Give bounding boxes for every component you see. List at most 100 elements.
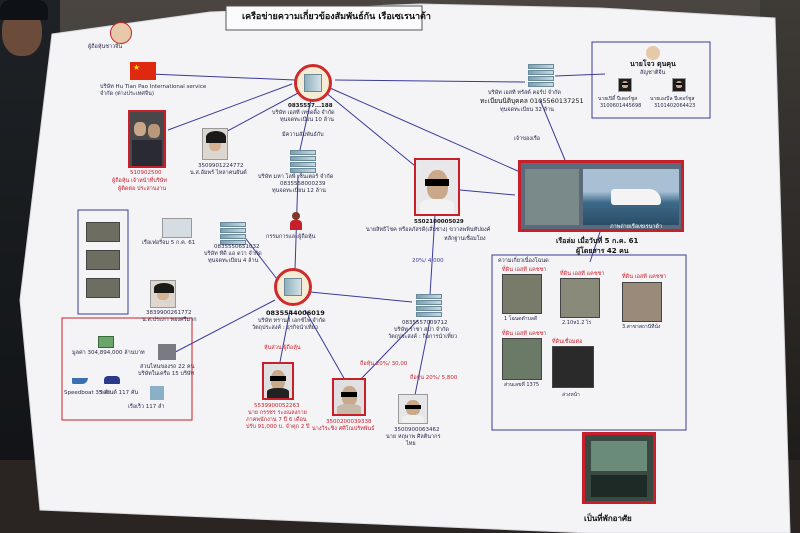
hub-mid-icon — [274, 268, 312, 306]
bottom-right-photo — [582, 432, 656, 504]
line-rightco-p3 — [414, 319, 431, 396]
line-center-boat — [459, 189, 516, 196]
woman2-name: น.ส.ประภา ทองศรีมาก — [142, 317, 197, 323]
owners-title: นายโจว ดุนคุน — [630, 60, 676, 68]
line-hub-woman — [219, 91, 301, 136]
woman2-photo — [150, 280, 176, 308]
assets-company-count: บริษัทในเครือ 15 บริษัท — [138, 371, 195, 377]
building-photo-assets — [158, 344, 176, 360]
company-mid-edge: มีความสัมพันธ์กับ — [282, 132, 324, 138]
ferry-photo — [162, 218, 192, 238]
owner1-photo — [618, 78, 632, 92]
land-tag-3: ที่ดิน เอสที แคชชา — [622, 274, 667, 280]
line-center-rightco — [429, 214, 436, 296]
bottom-person-3-id: 3500900063462 — [394, 427, 440, 433]
stake-2: ถือหุ้น 20%/ 30,00 — [360, 361, 408, 367]
left-company-line1: บริษัท ทีดี แอ ดว่า จำกัด — [204, 251, 262, 257]
owner1-name: นายเปิดี้ ปีเตอร์ชูส — [598, 96, 638, 102]
stake-1: หุ้นส่วน ผู้ถือหุ้น — [264, 345, 301, 351]
company-mid-line2: 0835558000239 — [280, 181, 326, 187]
right-company-line1: บริษัท ราชา สปา จำกัด — [394, 327, 449, 333]
person-left-cap — [0, 0, 48, 20]
left-photo-note: ผู้ติดต่อ ประสานงาน — [118, 186, 167, 192]
company-mid-line3: ทุนจดทะเบียน 12 ล้าน — [272, 188, 326, 194]
hub-mid-id: 0835544006019 — [266, 309, 325, 317]
land-thumb-1 — [502, 274, 542, 314]
bottom-person-1-id: 5539900052263 — [254, 403, 300, 409]
right-company-edge: 20%/ 4,000 — [412, 258, 444, 264]
owner1-id: 3100601445698 — [600, 103, 642, 109]
line-hubmid-p1 — [279, 309, 291, 363]
line-china-hub — [149, 73, 296, 81]
bottom-person-1-note1: ภาคพนักงาน 7 ปี 6 เดือน — [246, 417, 307, 423]
owners-avatar — [646, 46, 660, 60]
land-thumb-4 — [502, 338, 542, 380]
land-tag-4: ที่ดิน เอสที แคชชา — [502, 331, 547, 337]
money-icon — [98, 336, 114, 348]
right-company-id: 0835557009712 — [402, 320, 448, 326]
woman2-id: 3839900261772 — [146, 310, 192, 316]
land-tag-1: ที่ดิน เอสที แคชชา — [502, 267, 547, 273]
hub-mid-line2: วัตถุประสงค์ : ธุรกิจนำเที่ยว — [252, 325, 318, 331]
woman-photo-name: น.ส.อัมพร์ ไหลาคนยันต์ — [190, 170, 247, 176]
china-company-label: บริษัท Hu Tian Pao International service… — [100, 84, 207, 97]
hub-top-line1: บริษัท เอสที เทรดดิ้ง จำกัด — [272, 110, 335, 116]
boat-edge-label: เจ้าของเรือ — [514, 136, 541, 142]
line-hub-topright — [334, 79, 526, 83]
land-thumb-2 — [560, 278, 600, 318]
right-company-line2: วัตถุประสงค์ : กิจการนำเที่ยว — [388, 334, 458, 340]
land-thumb-3 — [622, 282, 662, 322]
boat-icon-assets — [150, 386, 164, 400]
owner2-photo — [672, 78, 686, 92]
topright-company-line2: ทะเบียนนิติบุคคล 0105560137251 — [480, 97, 584, 105]
left-box-thumb-2 — [86, 250, 120, 270]
left-photo-caption: ผู้ถือหุ้น เจ้าหน้าที่บริษัท — [112, 178, 167, 184]
land-thumb-5 — [552, 346, 594, 388]
hub-top-id: 0835557...188 — [288, 103, 333, 109]
bottom-person-1-note2: ปรับ 91,000 บ. จำคุก 2 ปี — [246, 424, 310, 430]
company-mid-line1: บริษัท มหา โลพี เซ็นเตอร์ จำกัด — [258, 174, 334, 180]
left-company-id: 0835550651032 — [214, 244, 260, 250]
assets-vehicles: ส่วนไหนของรถ 22 คน — [140, 364, 195, 370]
center-person-edge: หลักฐานเชื่อมโยง — [444, 236, 486, 242]
line-topright-owners — [554, 73, 606, 77]
boat-title: ภาพถ่ายเรือเซเรนาต้า — [610, 224, 663, 230]
assets-box-frame — [61, 317, 193, 421]
left-image-box-frame — [77, 209, 129, 315]
line-leftco-hubmid — [242, 234, 281, 284]
land-tag-5: ที่ดินเชื่อมต่อ — [552, 339, 583, 345]
woman-photo-id: 3509901224772 — [198, 163, 244, 169]
bottom-person-2-id: 3500200039338 — [326, 419, 372, 425]
topright-company-line3: ทุนจดทะเบียน 32 ล้าน — [500, 107, 554, 113]
owner2-name: นายเองบีล ปีเตอร์ชูส — [650, 96, 695, 102]
speedboat-icon — [72, 378, 88, 384]
title-box-frame — [225, 5, 423, 31]
line-hub-center — [324, 91, 421, 171]
company-building-icon-right — [416, 294, 442, 317]
land-tag-2: ที่ดิน เอสที แคชชา — [560, 271, 605, 277]
bottom-right-caption: เป็นที่พักอาศัย — [584, 514, 632, 523]
woman-photo — [202, 128, 228, 160]
owners-subtitle: สัญชาติจีน — [640, 70, 666, 76]
bottom-person-1-name: นาย กรรชร ระงณลงกาย — [248, 410, 307, 416]
stake-3: ถือหุ้น 20%/ 5,800 — [410, 375, 458, 381]
line-rightco-p2 — [359, 319, 419, 381]
company-building-icon-mid — [290, 150, 316, 173]
car-icon — [104, 376, 120, 384]
land-caption-1: 1 โฉนดตำบลดี — [504, 316, 538, 322]
line-hub-company-mid — [299, 94, 313, 151]
owner2-id: 3101402064423 — [654, 103, 696, 109]
center-person-photo — [414, 158, 460, 216]
director-label: กรรมการและผู้ถือหุ้น — [266, 234, 316, 240]
land-box-frame — [491, 254, 687, 431]
bottom-person-3-note: ไทย — [406, 441, 416, 447]
assets-car: รถยนต์ 117 คัน — [100, 390, 139, 396]
center-person-name: นายสิทธิโชค หรือลภัสรดี(เสี่ยช่าง) ขวาลพ… — [366, 227, 491, 233]
director-icon — [290, 212, 302, 230]
line-hubmid-rightco — [309, 291, 413, 303]
china-flag-icon: ★ — [130, 62, 156, 80]
line-hubmid-p2 — [304, 309, 346, 381]
assets-speedboat: Speedboat 35 ลำ — [64, 390, 111, 396]
hub-top-line2: ทุนจดทะเบียน 10 ล้าน — [280, 117, 334, 123]
